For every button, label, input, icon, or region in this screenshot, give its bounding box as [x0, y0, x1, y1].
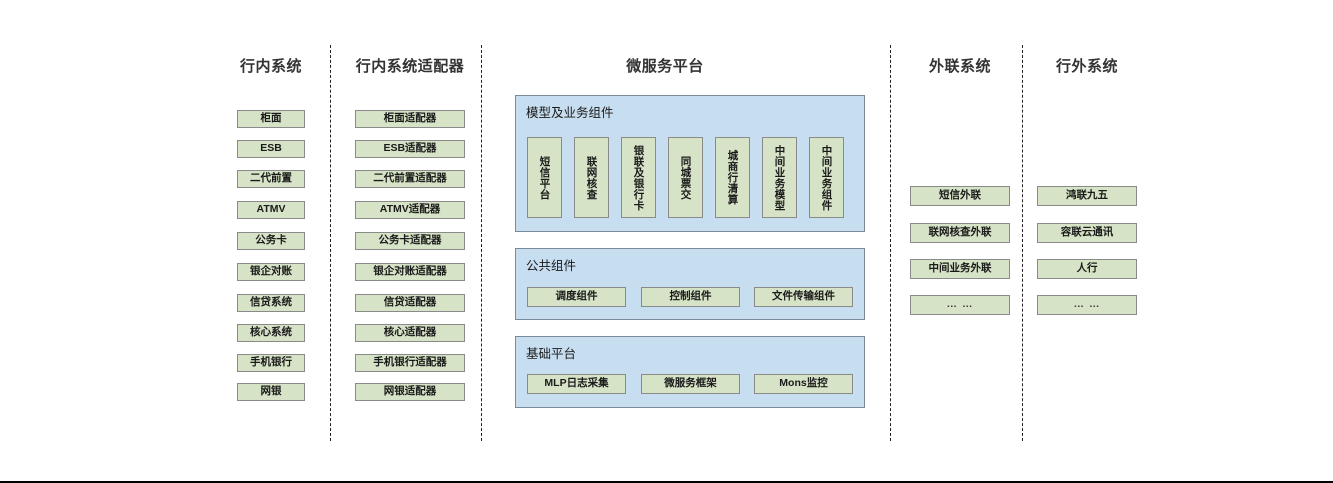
outside-bank-box-4[interactable]: … …: [1037, 295, 1137, 315]
column-divider-2: [481, 45, 482, 441]
outside-bank-box-1[interactable]: 鸿联九五: [1037, 186, 1137, 206]
public-component-box-2[interactable]: 控制组件: [641, 287, 740, 307]
column-title-external-link-systems: 外联系统: [928, 58, 991, 75]
internal-system-box-6[interactable]: 银企对账: [237, 263, 305, 281]
internal-system-box-3[interactable]: 二代前置: [237, 170, 305, 188]
internal-adapter-box-8[interactable]: 核心适配器: [355, 324, 465, 342]
internal-adapter-box-7[interactable]: 信贷适配器: [355, 294, 465, 312]
internal-adapter-box-6[interactable]: 银企对账适配器: [355, 263, 465, 281]
internal-adapter-box-5[interactable]: 公务卡适配器: [355, 232, 465, 250]
group-label-model-business-components: 模型及业务组件: [526, 106, 614, 120]
base-platform-box-3[interactable]: Mons监控: [754, 374, 853, 394]
internal-system-box-1[interactable]: 柜面: [237, 110, 305, 128]
internal-system-box-2[interactable]: ESB: [237, 140, 305, 158]
model-component-box-7[interactable]: 中间业务组件: [809, 137, 844, 218]
column-divider-1: [330, 45, 331, 441]
column-title-internal-adapters: 行内系统适配器: [355, 58, 465, 75]
internal-adapter-box-1[interactable]: 柜面适配器: [355, 110, 465, 128]
internal-system-box-7[interactable]: 信贷系统: [237, 294, 305, 312]
group-label-base-platform: 基础平台: [526, 347, 577, 361]
external-link-box-4[interactable]: … …: [910, 295, 1010, 315]
model-component-label-3: 银联及银行卡: [632, 144, 645, 211]
internal-system-box-8[interactable]: 核心系统: [237, 324, 305, 342]
model-component-box-2[interactable]: 联网核查: [574, 137, 609, 218]
column-title-microservice-platform: 微服务平台: [626, 58, 704, 75]
model-component-box-4[interactable]: 同城票交: [668, 137, 703, 218]
public-component-box-3[interactable]: 文件传输组件: [754, 287, 853, 307]
model-component-label-5: 城商行清算: [726, 150, 739, 205]
column-title-outside-bank-systems: 行外系统: [1055, 58, 1118, 75]
internal-adapter-box-9[interactable]: 手机银行适配器: [355, 354, 465, 372]
model-component-box-6[interactable]: 中间业务模型: [762, 137, 797, 218]
outside-bank-box-3[interactable]: 人行: [1037, 259, 1137, 279]
model-component-label-1: 短信平台: [538, 155, 551, 200]
model-component-box-5[interactable]: 城商行清算: [715, 137, 750, 218]
group-label-public-components: 公共组件: [526, 259, 577, 273]
internal-system-box-10[interactable]: 网银: [237, 383, 305, 401]
base-platform-box-1[interactable]: MLP日志采集: [527, 374, 626, 394]
group-panel-public-components: 公共组件: [515, 248, 865, 320]
model-component-box-1[interactable]: 短信平台: [527, 137, 562, 218]
internal-adapter-box-4[interactable]: ATMV适配器: [355, 201, 465, 219]
internal-system-box-4[interactable]: ATMV: [237, 201, 305, 219]
model-component-label-6: 中间业务模型: [773, 144, 786, 211]
model-component-label-7: 中间业务组件: [820, 144, 833, 211]
external-link-box-1[interactable]: 短信外联: [910, 186, 1010, 206]
internal-system-box-5[interactable]: 公务卡: [237, 232, 305, 250]
group-panel-base-platform: 基础平台: [515, 336, 865, 408]
outside-bank-box-2[interactable]: 容联云通讯: [1037, 223, 1137, 243]
public-component-box-1[interactable]: 调度组件: [527, 287, 626, 307]
column-title-internal-systems: 行内系统: [239, 58, 302, 75]
internal-adapter-box-3[interactable]: 二代前置适配器: [355, 170, 465, 188]
column-divider-4: [1022, 45, 1023, 441]
column-divider-3: [890, 45, 891, 441]
internal-adapter-box-10[interactable]: 网银适配器: [355, 383, 465, 401]
external-link-box-3[interactable]: 中间业务外联: [910, 259, 1010, 279]
model-component-box-3[interactable]: 银联及银行卡: [621, 137, 656, 218]
base-platform-box-2[interactable]: 微服务框架: [641, 374, 740, 394]
model-component-label-2: 联网核查: [585, 155, 598, 200]
external-link-box-2[interactable]: 联网核查外联: [910, 223, 1010, 243]
internal-adapter-box-2[interactable]: ESB适配器: [355, 140, 465, 158]
model-component-label-4: 同城票交: [679, 155, 692, 200]
internal-system-box-9[interactable]: 手机银行: [237, 354, 305, 372]
